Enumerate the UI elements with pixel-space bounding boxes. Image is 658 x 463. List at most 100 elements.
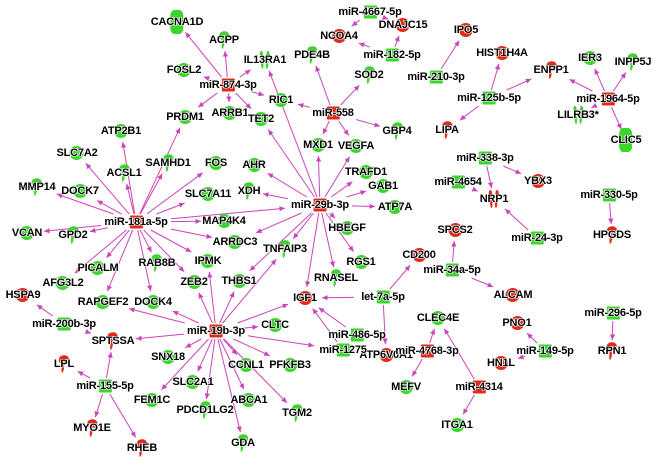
- gene-node-gda[interactable]: GDA: [231, 434, 255, 452]
- mirna-node-mir-149-5p[interactable]: miR-149-5p: [516, 344, 574, 358]
- gene-node-enpp1[interactable]: ENPP1: [533, 61, 569, 79]
- gene-node-cd200[interactable]: CD200: [402, 248, 436, 262]
- gene-node-tet2[interactable]: TET2: [248, 112, 274, 126]
- gene-node-ier3[interactable]: IER3: [578, 51, 602, 65]
- mirna-node-mir-4654[interactable]: miR-4654: [434, 175, 482, 189]
- gene-node-pno1[interactable]: PNO1: [502, 316, 532, 330]
- gene-node-lilrb3-[interactable]: LILRB3*: [557, 106, 599, 124]
- gene-node-igf1[interactable]: IGF1: [293, 291, 317, 305]
- gene-node-ipmk[interactable]: IPMK: [195, 254, 222, 268]
- gene-node-xdh[interactable]: XDH: [238, 182, 261, 200]
- gene-node-mxd1[interactable]: MXD1: [303, 138, 333, 152]
- gene-node-trafd1[interactable]: TRAFD1: [345, 165, 387, 179]
- mirna-node-mir-330-5p[interactable]: miR-330-5p: [580, 188, 638, 202]
- mirna-node-mir-874-3p[interactable]: miR-874-3p: [199, 78, 257, 92]
- mirna-node-mir-24-3p[interactable]: miR-24-3p: [511, 231, 563, 245]
- gene-node-ccnl1[interactable]: CCNL1: [228, 358, 264, 372]
- mirna-node-mir-19b-3p[interactable]: miR-19b-3p: [187, 324, 245, 338]
- gene-node-clec4e[interactable]: CLEC4E: [417, 311, 459, 325]
- gene-node-myo1e[interactable]: MYO1E: [73, 419, 111, 437]
- mirna-node-mir-4768-3p[interactable]: miR-4768-3p: [395, 344, 459, 358]
- gene-node-il13ra1[interactable]: IL13RA1: [244, 51, 287, 69]
- gene-node-sod2[interactable]: SOD2: [354, 66, 384, 84]
- gene-node-gab1[interactable]: GAB1: [368, 179, 398, 193]
- gene-node-prdm1[interactable]: PRDM1: [166, 110, 204, 124]
- gene-node-rpn1[interactable]: RPN1: [598, 342, 626, 360]
- gene-node-hbegf[interactable]: HBEGF: [328, 221, 366, 235]
- gene-node-lpl[interactable]: LPL: [54, 355, 74, 373]
- gene-node-hspa9[interactable]: HSPA9: [6, 288, 41, 302]
- gene-node-rab8b[interactable]: RAB8B: [139, 254, 176, 272]
- gene-node-rnasel[interactable]: RNASEL: [314, 269, 358, 287]
- gene-node-fem1c[interactable]: FEM1C: [134, 393, 170, 407]
- gene-node-dnajc15[interactable]: DNAJC15: [379, 18, 428, 32]
- gene-node-gpd2[interactable]: GPD2: [58, 226, 88, 244]
- gene-node-hn1l[interactable]: HN1L: [487, 356, 515, 370]
- gene-node-ybx3[interactable]: YBX3: [524, 174, 552, 188]
- gene-node-cacna1d[interactable]: CACNA1D: [151, 10, 203, 34]
- gene-node-hpgds[interactable]: HPGDS: [593, 226, 631, 244]
- gene-node-fos[interactable]: FOS: [205, 156, 227, 170]
- gene-node-mmp14[interactable]: MMP14: [19, 178, 56, 196]
- gene-node-fosl2[interactable]: FOSL2: [167, 63, 201, 77]
- mirna-node-mir-1275[interactable]: miR-1275: [319, 343, 367, 357]
- gene-node-rheb[interactable]: RHEB: [127, 439, 157, 457]
- mirna-node-mir-181a-5p[interactable]: miR-181a-5p: [104, 215, 168, 229]
- gene-node-gbp4[interactable]: GBP4: [382, 122, 412, 140]
- mirna-node-mir-338-3p[interactable]: miR-338-3p: [456, 151, 514, 165]
- gene-node-lipa[interactable]: LIPA: [435, 121, 459, 139]
- mirna-node-mir-155-5p[interactable]: miR-155-5p: [76, 379, 134, 393]
- gene-node-itga1[interactable]: ITGA1: [441, 418, 473, 432]
- gene-node-sptssa[interactable]: SPTSSA: [92, 332, 135, 350]
- gene-node-map4k4[interactable]: MAP4K4: [202, 214, 246, 228]
- gene-node-samhd1[interactable]: SAMHD1: [145, 154, 191, 172]
- gene-node-clic5[interactable]: CLIC5: [611, 128, 642, 152]
- gene-node-atp7a[interactable]: ATP7A: [378, 200, 412, 214]
- gene-node-atp2b1[interactable]: ATP2B1: [101, 124, 141, 138]
- mirna-node-mir-182-5p[interactable]: miR-182-5p: [363, 48, 421, 62]
- mirna-node-mir-34a-5p[interactable]: miR-34a-5p: [423, 263, 481, 277]
- gene-node-acsl1[interactable]: ACSL1: [106, 164, 142, 182]
- gene-node-rapgef2[interactable]: RAPGEF2: [78, 295, 128, 309]
- gene-node-spcs2[interactable]: SPCS2: [437, 223, 473, 237]
- gene-node-ipo5[interactable]: IPO5: [454, 23, 478, 37]
- mirna-node-mir-296-5p[interactable]: miR-296-5p: [584, 306, 642, 320]
- gene-node-slc7a2[interactable]: SLC7A2: [57, 146, 98, 160]
- mirna-node-mir-558[interactable]: miR-558: [312, 106, 354, 120]
- gene-node-inpp5j[interactable]: INPP5J: [615, 53, 652, 71]
- gene-node-slc7a11[interactable]: SLC7A11: [185, 187, 231, 201]
- gene-node-ahr[interactable]: AHR: [242, 158, 266, 172]
- gene-node-arrb1[interactable]: ARRB1: [212, 106, 249, 120]
- gene-node-afg3l2[interactable]: AFG3L2: [43, 276, 84, 290]
- gene-node-alcam[interactable]: ALCAM: [494, 288, 533, 302]
- gene-node-hist1h4a[interactable]: HIST1H4A: [476, 46, 528, 60]
- gene-node-pfkfb3[interactable]: PFKFB3: [269, 358, 311, 372]
- mirna-node-mir-486-5p[interactable]: miR-486-5p: [328, 328, 386, 342]
- gene-node-mefv[interactable]: MEFV: [391, 380, 421, 394]
- gene-node-tgm2[interactable]: TGM2: [282, 404, 312, 422]
- gene-node-acpp[interactable]: ACPP: [209, 31, 239, 49]
- gene-node-pdcd1lg2[interactable]: PDCD1LG2: [176, 401, 234, 419]
- gene-node-abca1[interactable]: ABCA1: [231, 393, 268, 407]
- gene-node-tnfaip3[interactable]: TNFAIP3: [263, 240, 307, 258]
- gene-node-ric1[interactable]: RIC1: [269, 93, 293, 107]
- gene-node-picalm[interactable]: PICALM: [78, 261, 119, 275]
- gene-node-vcan[interactable]: VCAN: [12, 226, 42, 240]
- mirna-node-mir-210-3p[interactable]: miR-210-3p: [407, 70, 465, 84]
- gene-node-pde4b[interactable]: PDE4B: [294, 46, 330, 64]
- mirna-node-mir-125b-5p[interactable]: miR-125b-5p: [457, 91, 521, 105]
- mirna-node-mir-200b-3p[interactable]: miR-200b-3p: [32, 317, 96, 331]
- gene-node-slc2a1[interactable]: SLC2A1: [173, 375, 214, 389]
- gene-node-zeb2[interactable]: ZEB2: [180, 275, 208, 289]
- gene-node-dock7[interactable]: DOCK7: [61, 184, 99, 198]
- gene-node-vegfa[interactable]: VEGFA: [338, 139, 374, 153]
- gene-node-arrdc3[interactable]: ARRDC3: [213, 235, 258, 249]
- gene-node-ncoa4[interactable]: NCOA4: [320, 29, 358, 43]
- mirna-node-mir-29b-3p[interactable]: miR-29b-3p: [291, 198, 349, 212]
- mirna-node-let-7a-5p[interactable]: let-7a-5p: [361, 290, 405, 304]
- gene-node-dock4[interactable]: DOCK4: [134, 295, 172, 309]
- mirna-node-mir-4667-5p[interactable]: miR-4667-5p: [338, 5, 402, 19]
- gene-node-atp6v0a1[interactable]: ATP6V0A1: [359, 348, 413, 362]
- gene-node-thbs1[interactable]: THBS1: [221, 274, 257, 288]
- mirna-node-mir-1964-5p[interactable]: miR-1964-5p: [576, 92, 640, 106]
